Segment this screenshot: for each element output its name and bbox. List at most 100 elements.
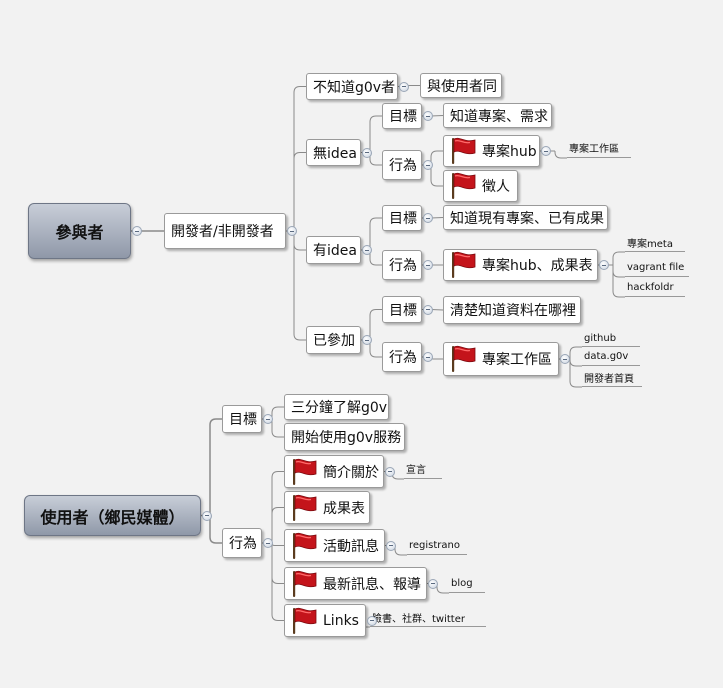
developer-homepage-note-node[interactable]: 開發者首頁 (582, 368, 642, 387)
collapse-toggle-icon[interactable] (362, 335, 372, 345)
no-idea-goal-label: 目標 (389, 109, 417, 125)
project-meta-note-node[interactable]: 專案meta (625, 234, 685, 252)
collapse-toggle-icon[interactable] (367, 615, 377, 626)
links-node[interactable]: Links (284, 604, 366, 637)
users-goal-item-node-1[interactable]: 三分鐘了解g0v (284, 394, 389, 420)
has-idea-action-label: 行為 (389, 258, 417, 274)
has-idea-goal-label: 目標 (389, 211, 417, 227)
hub-results-node[interactable]: 專案hub、成果表 (443, 249, 598, 281)
dont-know-note-node[interactable]: 與使用者同 (420, 73, 502, 98)
joined-node[interactable]: 已參加 (306, 326, 361, 354)
project-hub-note-label: 專案工作區 (569, 144, 619, 155)
collapse-toggle-icon[interactable] (362, 245, 372, 255)
collapse-toggle-icon[interactable] (428, 578, 438, 589)
results-table-node[interactable]: 成果表 (284, 491, 370, 524)
event-news-label: 活動訊息 (323, 538, 379, 555)
dont-know-g0v-label: 不知道g0v者 (313, 79, 396, 96)
github-note-node[interactable]: github (582, 330, 640, 347)
collapse-toggle-icon[interactable] (202, 510, 212, 521)
collapse-toggle-icon[interactable] (132, 226, 142, 236)
manifesto-note-label: 宣言 (406, 465, 426, 476)
social-links-note-node[interactable]: 臉書、社群、twitter (370, 609, 486, 627)
users-root-node[interactable]: 使用者（鄉民媒體） (24, 495, 201, 536)
users-goal-item-2-label: 開始使用g0v服務 (291, 430, 402, 446)
manifesto-note-node[interactable]: 宣言 (404, 459, 442, 479)
red-flag-icon (452, 172, 476, 199)
collapse-toggle-icon[interactable] (263, 538, 273, 548)
developer-label: 開發者/非開發者 (171, 224, 274, 240)
users-root-label: 使用者（鄉民媒體） (40, 507, 185, 527)
collapse-toggle-icon[interactable] (423, 111, 433, 121)
has-idea-label: 有idea (313, 243, 357, 259)
github-note-label: github (584, 332, 617, 344)
collapse-toggle-icon[interactable] (541, 146, 551, 156)
collapse-toggle-icon[interactable] (362, 147, 372, 158)
has-idea-action-node[interactable]: 行為 (382, 250, 422, 280)
participants-root-node[interactable]: 參與者 (28, 203, 131, 259)
intro-about-label: 簡介關於 (323, 464, 379, 481)
no-idea-goal-item-node[interactable]: 知道專案、需求 (443, 103, 552, 128)
collapse-toggle-icon[interactable] (599, 260, 609, 270)
users-action-node[interactable]: 行為 (222, 528, 262, 558)
dont-know-note-label: 與使用者同 (427, 78, 497, 95)
collapse-toggle-icon[interactable] (386, 540, 396, 551)
joined-goal-item-node[interactable]: 清楚知道資料在哪裡 (443, 296, 581, 324)
red-flag-icon (293, 607, 317, 634)
workspace-node[interactable]: 專案工作區 (443, 342, 559, 376)
has-idea-node[interactable]: 有idea (306, 236, 361, 264)
collapse-toggle-icon[interactable] (399, 81, 409, 92)
vagrant-file-note-label: vagrant file (627, 262, 685, 273)
results-table-label: 成果表 (323, 500, 365, 517)
no-idea-node[interactable]: 無idea (306, 139, 361, 166)
has-idea-goal-item-label: 知道現有專案、已有成果 (450, 210, 604, 227)
no-idea-action-node[interactable]: 行為 (382, 150, 422, 180)
red-flag-icon (452, 137, 476, 164)
red-flag-icon (293, 458, 317, 485)
collapse-toggle-icon[interactable] (385, 466, 395, 477)
no-idea-action-label: 行為 (389, 158, 417, 174)
registrano-note-node[interactable]: registrano (407, 537, 467, 555)
joined-label: 已參加 (313, 333, 355, 349)
registrano-note-label: registrano (409, 540, 460, 551)
no-idea-goal-item-label: 知道專案、需求 (450, 108, 548, 125)
joined-action-node[interactable]: 行為 (382, 342, 422, 372)
intro-about-node[interactable]: 簡介關於 (284, 455, 384, 488)
has-idea-goal-node[interactable]: 目標 (382, 205, 422, 231)
project-hub-node[interactable]: 專案hub (443, 135, 540, 167)
hackfoldr-note-label: hackfoldr (627, 282, 674, 293)
developer-homepage-note-label: 開發者首頁 (584, 373, 634, 385)
developer-node[interactable]: 開發者/非開發者 (164, 213, 286, 249)
collapse-toggle-icon[interactable] (423, 213, 433, 223)
latest-news-label: 最新訊息、報導 (323, 576, 421, 593)
vagrant-file-note-node[interactable]: vagrant file (625, 259, 689, 277)
users-goal-item-node-2[interactable]: 開始使用g0v服務 (284, 423, 405, 451)
no-idea-goal-node[interactable]: 目標 (382, 103, 422, 129)
users-goal-label: 目標 (229, 412, 257, 428)
has-idea-goal-item-node[interactable]: 知道現有專案、已有成果 (443, 205, 608, 230)
collapse-toggle-icon[interactable] (423, 352, 433, 362)
project-meta-note-label: 專案meta (627, 239, 673, 250)
collapse-toggle-icon[interactable] (423, 304, 433, 315)
dont-know-g0v-node[interactable]: 不知道g0v者 (306, 73, 398, 100)
red-flag-icon (293, 570, 317, 597)
project-hub-note-node[interactable]: 專案工作區 (567, 138, 631, 158)
recruit-label: 徵人 (482, 179, 510, 195)
joined-goal-node[interactable]: 目標 (382, 296, 422, 323)
data-g0v-note-node[interactable]: data.g0v (582, 348, 640, 366)
red-flag-icon (452, 345, 476, 372)
hackfoldr-note-node[interactable]: hackfoldr (625, 279, 685, 297)
blog-note-label: blog (451, 578, 473, 589)
collapse-toggle-icon[interactable] (263, 414, 273, 424)
collapse-toggle-icon[interactable] (560, 354, 570, 364)
collapse-toggle-icon[interactable] (423, 160, 433, 170)
links-label: Links (323, 612, 359, 629)
collapse-toggle-icon[interactable] (423, 260, 433, 270)
users-goal-node[interactable]: 目標 (222, 405, 262, 433)
data-g0v-note-label: data.g0v (584, 351, 629, 362)
blog-note-node[interactable]: blog (449, 575, 485, 593)
recruit-node[interactable]: 徵人 (443, 170, 518, 202)
event-news-node[interactable]: 活動訊息 (284, 529, 385, 562)
latest-news-node[interactable]: 最新訊息、報導 (284, 567, 427, 600)
collapse-toggle-icon[interactable] (287, 226, 297, 236)
